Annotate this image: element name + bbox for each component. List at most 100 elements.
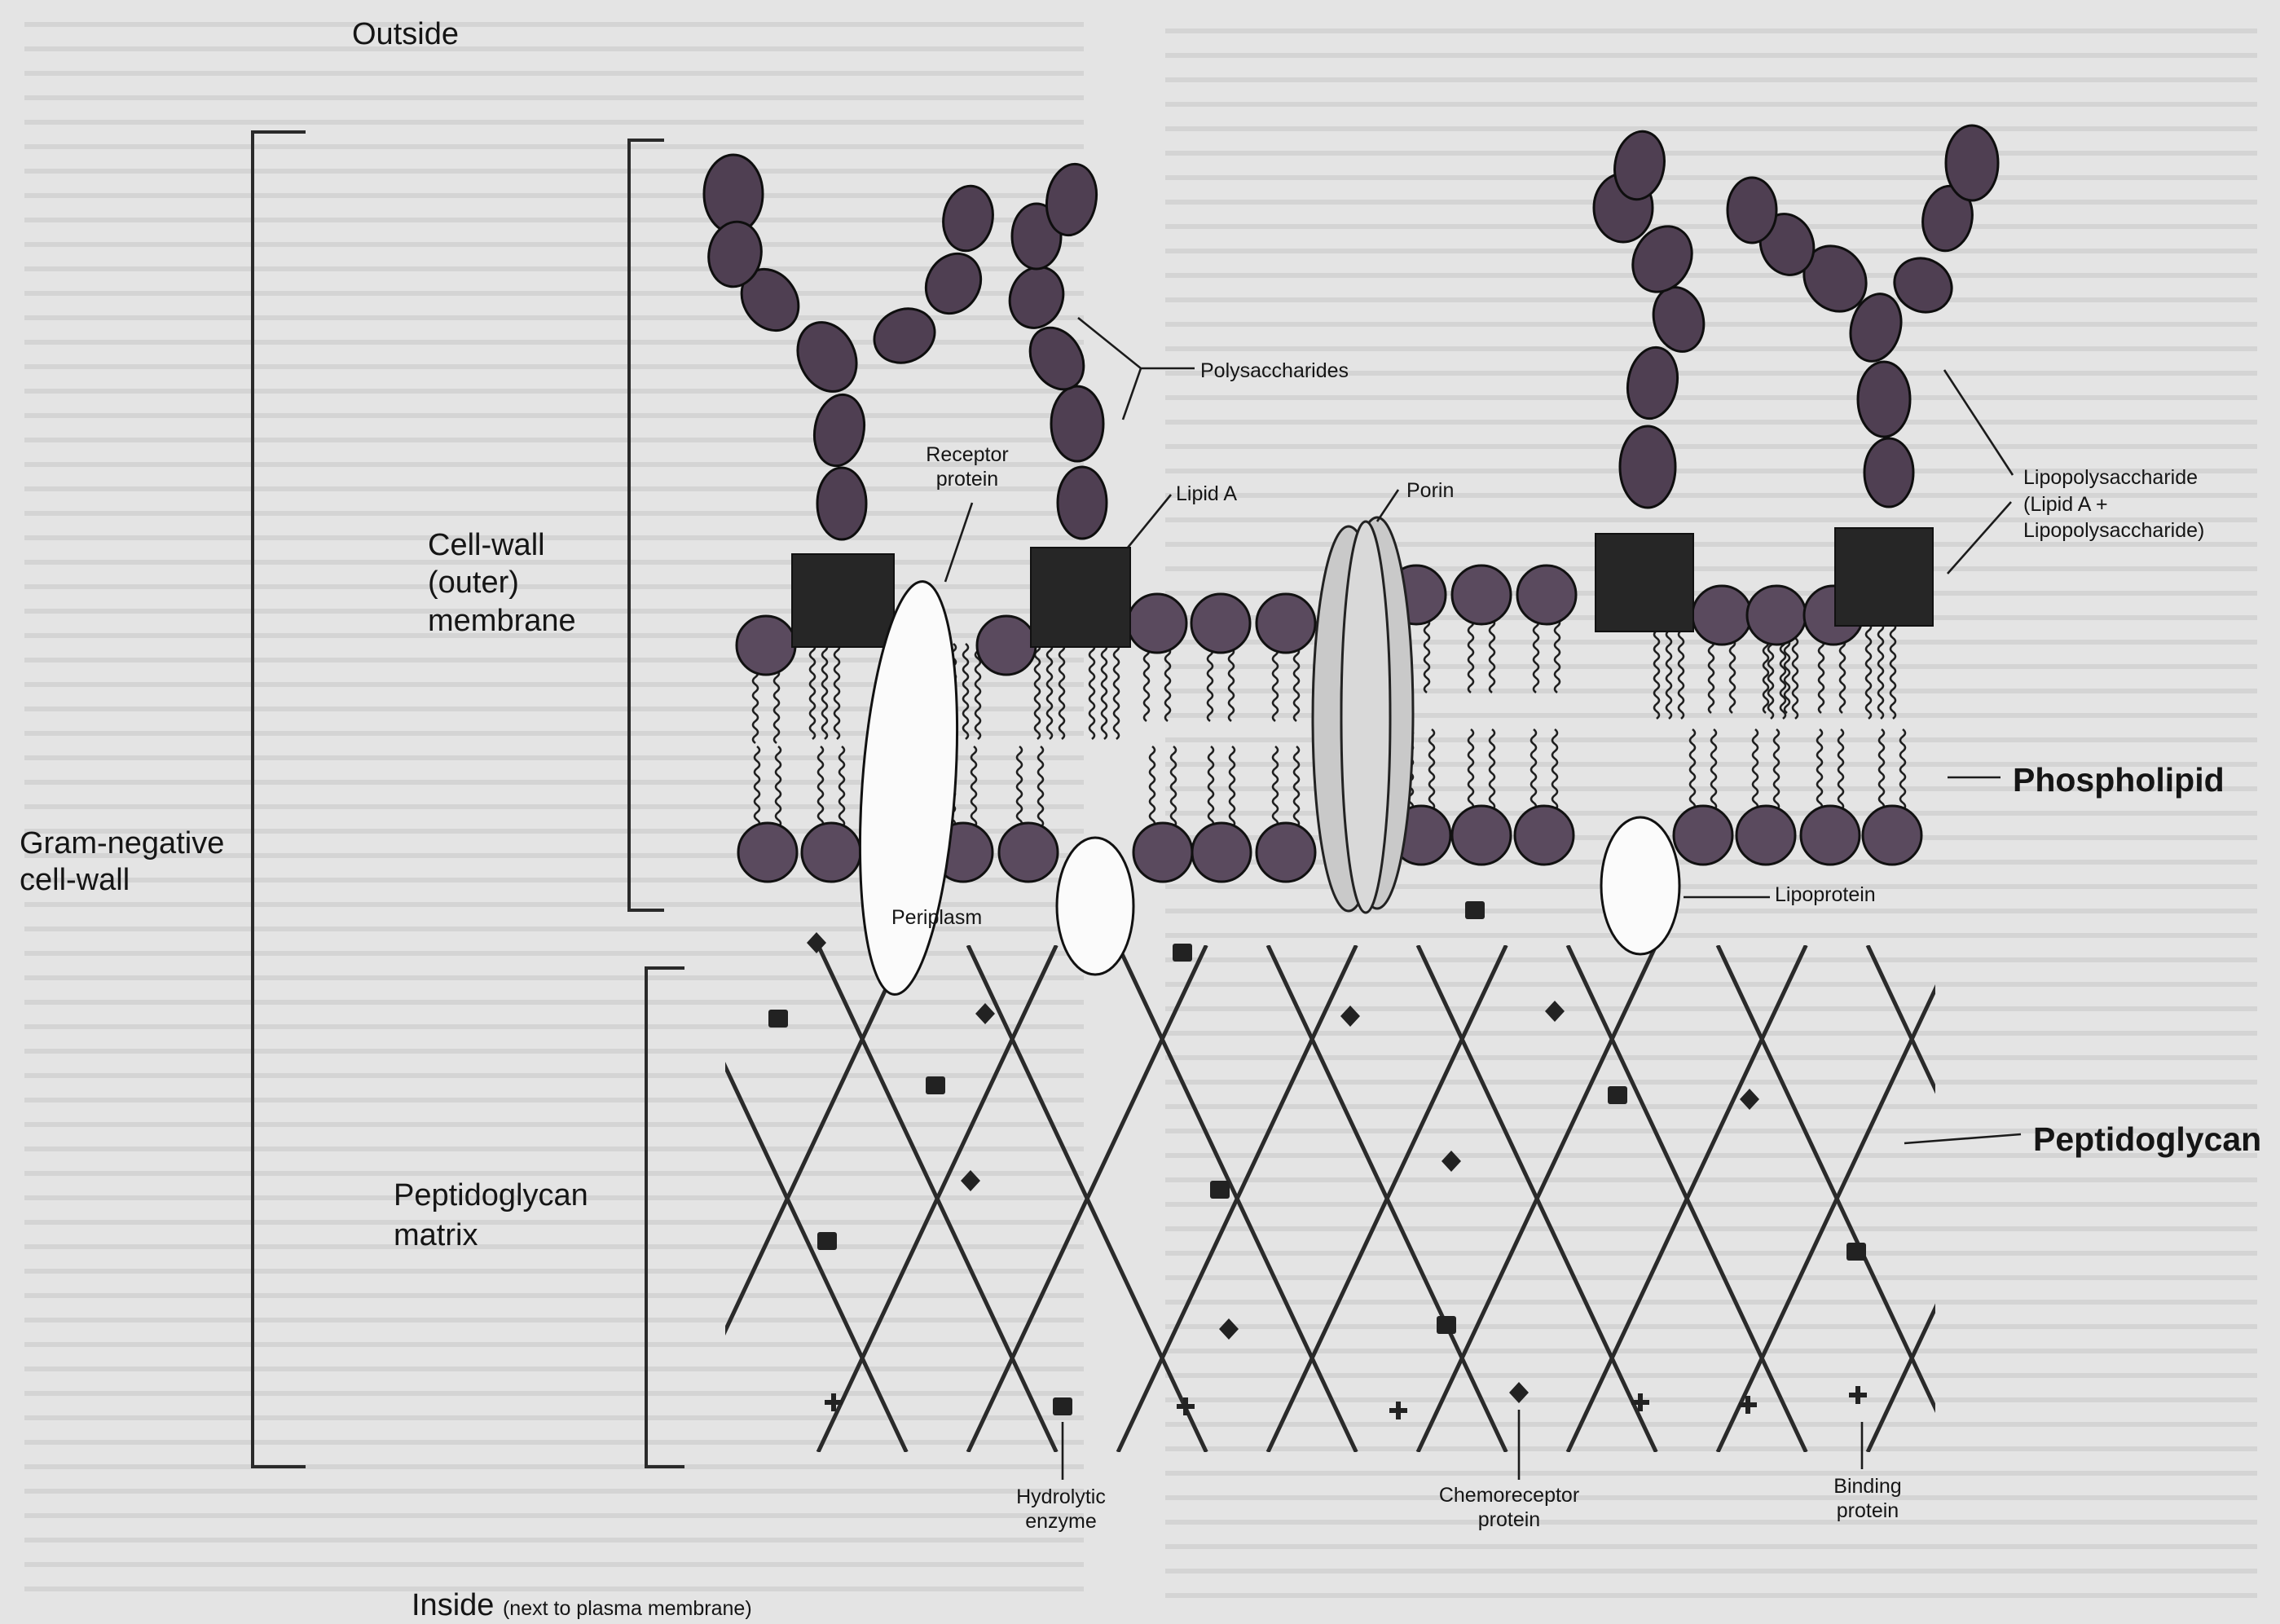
hydrolytic-enzyme-molecule [1465,901,1485,919]
hydrolytic-enzyme-molecule [1437,1316,1456,1334]
outer-membrane-bracket [629,140,664,910]
fatty-acid-tail [963,644,968,739]
fatty-acid-tail [1468,619,1473,693]
brackets [253,132,684,1467]
hydrolytic-enzyme-molecule [817,1232,837,1250]
polysaccharides-leader [1123,368,1141,420]
peptidoglycan-matrix-bracket [646,968,684,1467]
phospholipid-head [738,823,797,882]
label-binding-protein-line2: protein [1819,1499,1917,1524]
sugar-bead [1622,343,1683,422]
chemoreceptor-molecule [1219,1318,1239,1340]
periplasm-lipoprotein [1057,838,1133,975]
chemoreceptor-molecule [1509,1382,1529,1403]
fatty-acid-tail [1230,746,1235,827]
chemoreceptor-molecule [975,1003,995,1024]
phospholipid-head [1515,806,1574,865]
label-outer-membrane-line1: Cell-wall [428,526,576,564]
label-hydrolytic-enzyme-line2: enzyme [1004,1510,1118,1534]
chemoreceptor-molecule [1545,1001,1565,1022]
fatty-acid-tail [1534,619,1538,693]
fatty-acid-tail [1866,623,1871,719]
label-porin: Porin [1406,479,1454,504]
peptidoglycan-leader [1904,1134,2021,1143]
label-lipopolysaccharide-line1: Lipopolysaccharide [2023,464,2204,491]
fatty-acid-tail [1468,729,1473,810]
phospholipid-head [1128,594,1186,653]
fatty-acid-tail [1552,729,1557,810]
fatty-acid-tail [1035,644,1040,739]
sugar-bead [1058,467,1107,539]
label-lipopolysaccharide-line2: (Lipid A + [2023,491,2204,518]
phospholipid-head [1191,594,1250,653]
fatty-acid-tail [1144,648,1149,721]
glycan-strand [2018,945,2256,1452]
hydrolytic-enzyme-molecule [1210,1181,1230,1199]
label-gram-negative-line2: cell-wall [20,862,224,899]
label-lipoprotein: Lipoprotein [1775,883,1876,908]
chemoreceptor-molecule [1740,1089,1759,1110]
peptidoglycan-lattice [668,945,2256,1452]
polysaccharides-leader [1078,318,1195,368]
fatty-acid-tail [810,644,815,739]
hydrolytic-enzyme-molecule [1608,1086,1627,1104]
phospholipid-head [1674,806,1732,865]
fatty-acid-tail [839,746,844,827]
lipid-a-block [1596,534,1693,632]
label-outside: Outside [352,16,459,53]
fatty-acid-tail [1878,623,1883,719]
phospholipid-head [1736,806,1795,865]
fatty-acid-tail [1711,729,1716,810]
label-gram-negative-cell-wall: Gram-negative cell-wall [20,825,224,899]
fatty-acid-tail [1753,729,1758,810]
fatty-acid-tail [1059,644,1064,739]
phospholipid-head [737,616,795,675]
fatty-acid-tail [1690,729,1695,810]
chemoreceptor-molecule [807,932,826,953]
label-outer-membrane-line2: (outer) [428,564,576,601]
fatty-acid-tail [971,746,976,827]
fatty-acid-tail [1429,729,1434,810]
fatty-acid-tail [1555,619,1560,693]
fatty-acid-tail [774,670,779,743]
lipoprotein [1601,817,1679,954]
fatty-acid-tail [1774,729,1779,810]
phospholipid-head [1692,586,1751,645]
label-lipid-a: Lipid A [1176,482,1237,507]
phospholipid-head [1257,823,1315,882]
label-peptidoglycan-matrix: Peptidoglycan matrix [394,1176,588,1257]
lipid-a-leader [1128,495,1171,548]
gram-negative-bracket [253,132,306,1467]
fatty-acid-tail [1654,623,1659,719]
chemoreceptor-molecule [961,1170,980,1191]
label-binding-protein: Binding protein [1819,1475,1917,1523]
fatty-acid-tail [1171,746,1176,827]
fatty-acid-tail [753,670,758,743]
fatty-acid-tail [1150,746,1155,827]
binding-protein-molecule [1389,1402,1407,1419]
phospholipid-head [977,616,1036,675]
label-hydrolytic-enzyme: Hydrolytic enzyme [1004,1485,1118,1534]
binding-protein-molecule [1177,1397,1195,1415]
label-hydrolytic-enzyme-line1: Hydrolytic [1004,1485,1118,1510]
fatty-acid-tail [1208,648,1213,721]
label-peptidoglycan-matrix-line2: matrix [394,1216,588,1256]
fatty-acid-tail [755,746,759,827]
fatty-acid-tail [1879,729,1884,810]
label-lipopolysaccharide: Lipopolysaccharide (Lipid A + Lipopolysa… [2023,464,2204,544]
fatty-acid-tail [1165,648,1170,721]
fatty-acid-tail [1017,746,1022,827]
fatty-acid-tail [1679,623,1684,719]
phospholipid-head [1452,566,1511,624]
fatty-acid-tail [1294,648,1299,721]
phospholipid-head [1863,806,1921,865]
label-chemoreceptor-protein-line2: protein [1428,1508,1591,1533]
porin-leader [1377,490,1398,522]
fatty-acid-tail [1819,640,1824,713]
hydrolytic-enzyme-molecule [1846,1243,1866,1261]
fatty-acid-tail [1840,640,1845,713]
fatty-acid-tail [1763,640,1768,713]
fatty-acid-tail [1229,648,1234,721]
chemoreceptor-molecule [1340,1006,1360,1027]
